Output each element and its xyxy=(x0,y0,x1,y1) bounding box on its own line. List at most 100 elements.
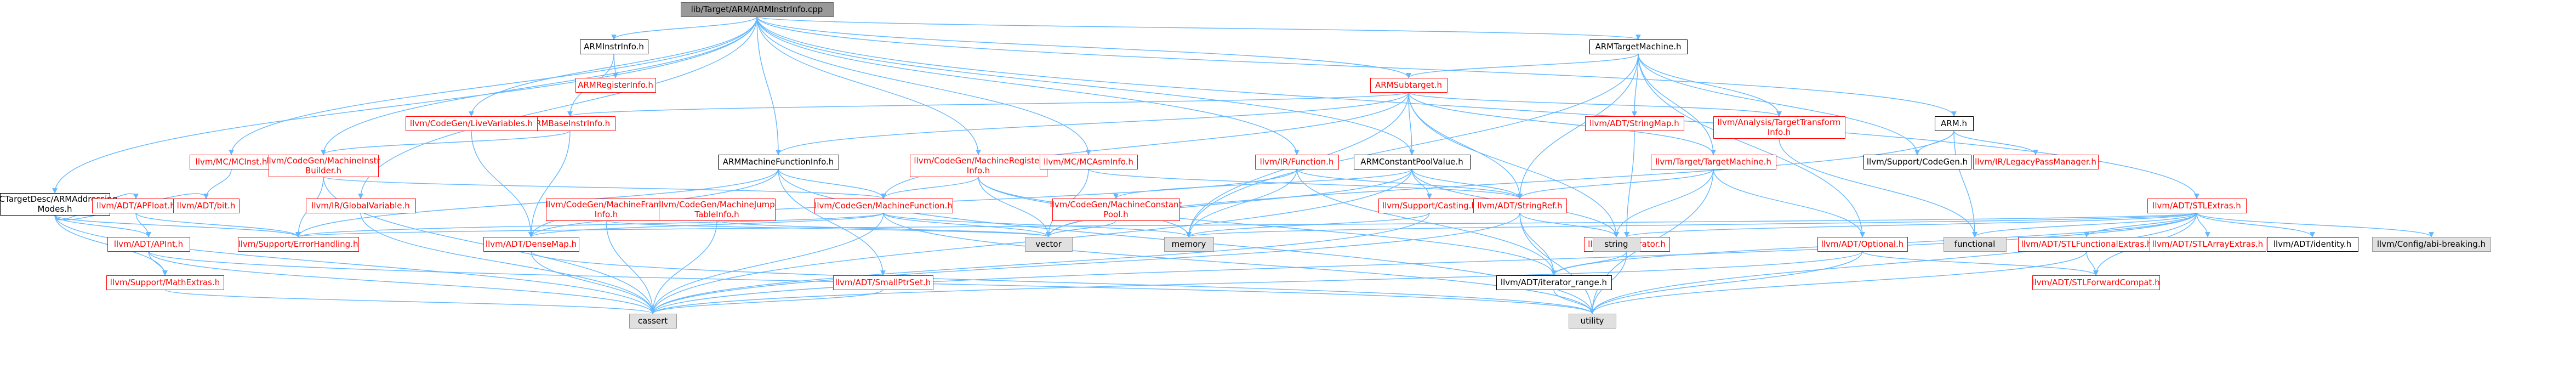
node-MathExtras_h[interactable]: llvm/Support/MathExtras.h xyxy=(106,275,224,290)
node-MachineFunction_h[interactable]: llvm/CodeGen/MachineFunction.h xyxy=(814,199,953,213)
node-Casting_h[interactable]: llvm/Support/Casting.h xyxy=(1378,199,1481,213)
edge-STLFunctionalExtras_h-to-STLForwardCompat_h xyxy=(2086,251,2099,276)
node-box-string xyxy=(1593,237,1640,252)
edge-STLExtras_h-to-ErrorHandling_h xyxy=(296,212,2197,237)
node-label-ErrorHandling_h-0: llvm/Support/ErrorHandling.h xyxy=(238,239,358,249)
edge-MathExtras_h-to-cassert xyxy=(164,289,656,314)
node-label-root-0: lib/Target/ARM/ARMInstrInfo.cpp xyxy=(691,4,823,14)
node-label-StringRef_h-0: llvm/ADT/StringRef.h xyxy=(1477,201,1562,211)
node-ARMRegisterInfo_h[interactable]: ARMRegisterInfo.h xyxy=(575,78,656,93)
node-box-ARMSubtarget_h xyxy=(1370,78,1447,93)
node-TargetMachine_h[interactable]: llvm/Target/TargetMachine.h xyxy=(1651,155,1776,169)
node-DenseMap_h[interactable]: llvm/ADT/DenseMap.h xyxy=(483,237,579,252)
node-ARMConstantPoolValue_h[interactable]: ARMConstantPoolValue.h xyxy=(1354,155,1471,169)
node-GlobalVariable_h[interactable]: llvm/IR/GlobalVariable.h xyxy=(306,199,416,213)
node-utility: utility xyxy=(1569,314,1616,329)
node-label-ARMRegisterInfo_h-0: ARMRegisterInfo.h xyxy=(578,80,653,90)
node-ARMSubtarget_h[interactable]: ARMSubtarget.h xyxy=(1370,78,1447,93)
edge-ARMTargetMachine_h-to-ARMSubtarget_h xyxy=(1406,53,1639,78)
edge-ARMTargetMachine_h-to-Optional_h xyxy=(1638,53,1865,237)
node-box-utility xyxy=(1569,314,1616,329)
edge-APFloat_h-to-ErrorHandling_h xyxy=(135,212,301,237)
node-ErrorHandling_h[interactable]: llvm/Support/ErrorHandling.h xyxy=(238,237,359,252)
node-STLExtras_h[interactable]: llvm/ADT/STLExtras.h xyxy=(2147,199,2247,213)
node-box-DenseMap_h xyxy=(483,237,579,252)
edge-MachineRegisterInfo_h-to-iterator_range_h xyxy=(978,176,1557,276)
edge-ARMSubtarget_h-to-string xyxy=(1408,92,1619,237)
node-label-ARM_h-0: ARM.h xyxy=(1941,118,1967,128)
node-STLArrayExtras_h[interactable]: llvm/ADT/STLArrayExtras.h xyxy=(2150,237,2266,252)
node-label-MachineFrameInfo_h-1: Info.h xyxy=(595,210,618,219)
edge-root-to-MachineRegisterInfo_h xyxy=(756,16,981,155)
edge-MCTargetDesc_h-to-cassert xyxy=(54,214,656,314)
node-functional: functional xyxy=(1944,237,2007,252)
node-ARMInstrInfo_h[interactable]: ARMInstrInfo.h xyxy=(580,39,648,54)
node-ARMBaseInstrInfo_h[interactable]: ARMBaseInstrInfo.h xyxy=(525,116,615,131)
node-MCInst_h[interactable]: llvm/MC/MCInst.h xyxy=(190,155,273,169)
node-label-Casting_h-0: llvm/Support/Casting.h xyxy=(1382,201,1477,211)
node-box-STLForwardCompat_h xyxy=(2032,275,2160,290)
node-APFloat_h[interactable]: llvm/ADT/APFloat.h xyxy=(92,199,180,213)
node-APInt_h[interactable]: llvm/ADT/APInt.h xyxy=(107,237,190,252)
node-bit_h[interactable]: llvm/ADT/bit.h xyxy=(173,199,240,213)
node-box-APInt_h xyxy=(107,237,190,252)
node-memory: memory xyxy=(1164,237,1214,252)
node-StringMap_h[interactable]: llvm/ADT/StringMap.h xyxy=(1585,116,1684,131)
node-STLFunctionalExtras_h[interactable]: llvm/ADT/STLFunctionalExtras.h xyxy=(2018,237,2156,252)
edge-ARMTargetMachine_h-to-StringRef_h xyxy=(1517,53,1639,199)
node-box-memory xyxy=(1164,237,1214,252)
edge-MachineFrameInfo_h-to-vector xyxy=(606,220,1051,237)
node-label-STLFunctionalExtras_h-0: llvm/ADT/STLFunctionalExtras.h xyxy=(2021,239,2152,249)
edge-root-to-STLExtras_h xyxy=(756,16,2199,199)
node-ARMMachineFunctionInfo_h[interactable]: ARMMachineFunctionInfo.h xyxy=(718,155,839,169)
node-vector: vector xyxy=(1025,237,1073,252)
node-box-ARMTargetMachine_h xyxy=(1589,39,1688,54)
edge-ARMSubtarget_h-to-MachineFunction_h xyxy=(881,92,1409,199)
node-STLForwardCompat_h[interactable]: llvm/ADT/STLForwardCompat.h xyxy=(2032,275,2160,290)
node-box-vector xyxy=(1025,237,1073,252)
node-box-STLArrayExtras_h xyxy=(2150,237,2266,252)
edge-MachineFunction_h-to-utility xyxy=(883,212,1595,314)
node-iterator_range_h[interactable]: llvm/ADT/iterator_range.h xyxy=(1496,275,1612,290)
node-Optional_h[interactable]: llvm/ADT/Optional.h xyxy=(1817,237,1908,252)
node-label-MCAsmInfo_h-0: llvm/MC/MCAsmInfo.h xyxy=(1044,157,1133,167)
node-ARMTargetMachine_h[interactable]: ARMTargetMachine.h xyxy=(1589,39,1688,54)
node-Identity_h[interactable]: llvm/ADT/identity.h xyxy=(2267,237,2358,252)
node-box-MCAsmInfo_h xyxy=(1040,155,1138,169)
node-label-ARMBaseInstrInfo_h-0: ARMBaseInstrInfo.h xyxy=(530,118,610,128)
edge-MachineJumpTableInfo_h-to-cassert xyxy=(650,220,717,314)
node-label-STLExtras_h-0: llvm/ADT/STLExtras.h xyxy=(2152,201,2241,211)
node-ARM_h[interactable]: ARM.h xyxy=(1935,116,1974,131)
edge-STLExtras_h-to-utility xyxy=(1589,212,2197,314)
node-box-MachineJumpTableInfo_h xyxy=(659,199,776,221)
edge-STLFunctionalExtras_h-to-utility xyxy=(1589,251,2087,314)
node-MCAsmInfo_h[interactable]: llvm/MC/MCAsmInfo.h xyxy=(1040,155,1138,169)
node-label-MachineRegisterInfo_h-1: Info.h xyxy=(967,166,990,175)
node-StringRef_h[interactable]: llvm/ADT/StringRef.h xyxy=(1473,199,1567,213)
node-LegacyPassManager_h[interactable]: llvm/IR/LegacyPassManager.h xyxy=(1973,155,2099,169)
edge-ARMInstrInfo_h-to-ARMRegisterInfo_h xyxy=(613,53,618,78)
node-root[interactable]: lib/Target/ARM/ARMInstrInfo.cpp xyxy=(681,2,834,17)
node-label-DenseMap_h-0: llvm/ADT/DenseMap.h xyxy=(486,239,577,249)
node-box-ARMInstrInfo_h xyxy=(580,39,648,54)
node-box-MachineConstantPool_h xyxy=(1052,199,1180,221)
edge-MachineFunction_h-to-memory xyxy=(883,212,1192,237)
node-box-GlobalVariable_h xyxy=(306,199,416,213)
node-CodeGenLiveVariables_h[interactable]: llvm/CodeGen/LiveVariables.h xyxy=(406,116,538,131)
node-SmallPtrSet_h[interactable]: llvm/ADT/SmallPtrSet.h xyxy=(833,275,933,290)
edge-ARMTargetMachine_h-to-SupportCodeGen_h xyxy=(1638,53,1920,155)
edge-TargetMachine_h-to-Optional_h xyxy=(1713,168,1865,237)
node-IRFunction_h[interactable]: llvm/IR/Function.h xyxy=(1255,155,1339,169)
edge-ARMConstantPoolValue_h-to-StringRef_h xyxy=(1411,168,1523,199)
edge-ARMBaseInstrInfo_h-to-DenseMap_h xyxy=(528,130,571,237)
edge-ARMBaseInstrInfo_h-to-MachineInstrBuilder_h xyxy=(321,130,571,155)
node-SupportCodeGen_h[interactable]: llvm/Support/CodeGen.h xyxy=(1863,155,1971,169)
